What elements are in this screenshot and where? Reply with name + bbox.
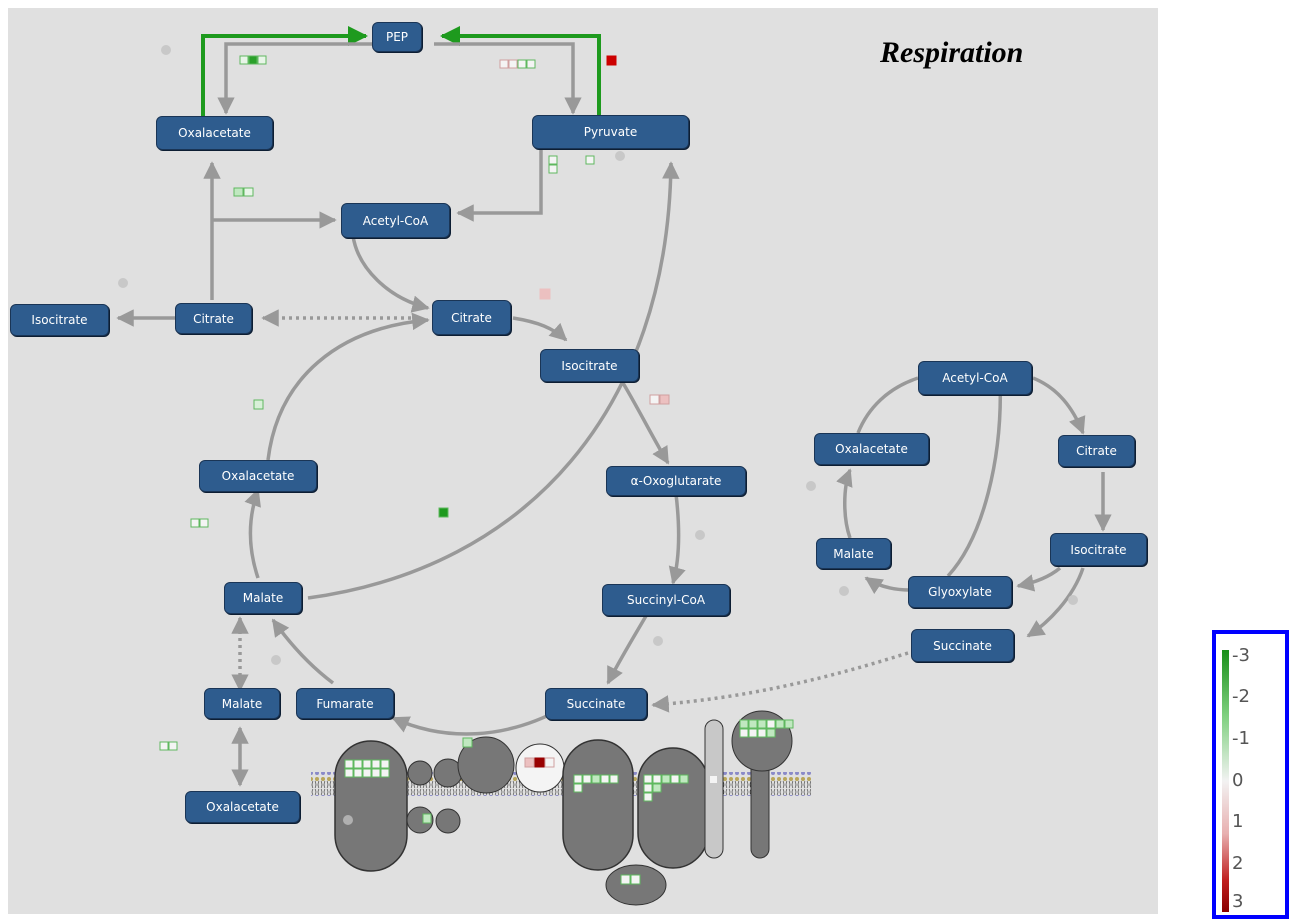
- edge-isocitrate-to-oxoglutarate: [621, 382, 670, 465]
- edge-malate-to-oxalacetate-glyox: [836, 468, 853, 539]
- edge-malate-to-pyruvate: [307, 161, 680, 600]
- edge-oxoglutarate-to-succinylcoa: [668, 493, 686, 585]
- node-malate-glyox[interactable]: Malate: [816, 538, 891, 569]
- edge-pyruvate-to-pep: [440, 26, 601, 119]
- node-isocitrate-glyox[interactable]: Isocitrate: [1050, 533, 1147, 566]
- legend-tick: -1: [1232, 728, 1250, 749]
- node-fumarate[interactable]: Fumarate: [296, 688, 394, 719]
- node-isocitrate-center[interactable]: Isocitrate: [540, 349, 639, 382]
- legend-tick: 3: [1232, 891, 1244, 912]
- electron-transport-chain: [311, 710, 811, 906]
- node-citrate-center[interactable]: Citrate: [432, 300, 511, 335]
- node-isocitrate-left[interactable]: Isocitrate: [10, 304, 109, 336]
- node-succinylcoa[interactable]: Succinyl-CoA: [602, 584, 730, 616]
- node-citrate-glyox[interactable]: Citrate: [1058, 435, 1135, 467]
- edge-pep-to-oxalacetate: [217, 42, 374, 115]
- edge-succinate-glyox-dotted: [651, 651, 909, 713]
- expression-markers: [159, 55, 670, 751]
- node-oxalacetate-glyox[interactable]: Oxalacetate: [814, 433, 929, 465]
- node-malate-low[interactable]: Malate: [204, 688, 280, 719]
- node-oxalacetate-bottom[interactable]: Oxalacetate: [185, 791, 300, 823]
- node-succinate-center[interactable]: Succinate: [545, 688, 647, 720]
- node-acetylcoa-glyox[interactable]: Acetyl-CoA: [918, 361, 1032, 395]
- legend-tick: -2: [1232, 686, 1250, 707]
- node-oxalacetate-top[interactable]: Oxalacetate: [156, 116, 273, 150]
- edge-pep-to-pyruvate: [434, 42, 582, 115]
- edge-acetylcoa-to-glyoxylate: [946, 377, 1003, 578]
- edge-pyruvate-to-acetylcoa: [456, 148, 543, 222]
- node-malate-mid[interactable]: Malate: [224, 582, 302, 614]
- edge-isocitrate-to-succinate-glyox: [1026, 567, 1085, 638]
- legend-tick: -3: [1232, 645, 1250, 666]
- node-acetylcoa-top[interactable]: Acetyl-CoA: [341, 203, 450, 238]
- edge-glyoxylate-to-malate-glyox: [864, 576, 911, 595]
- legend-tick: 2: [1232, 853, 1244, 874]
- node-oxalacetate-mid[interactable]: Oxalacetate: [199, 460, 317, 492]
- edge-oxalacetate-to-pep: [201, 26, 368, 119]
- edge-isocitrate-to-glyoxylate: [1016, 566, 1062, 592]
- edge-citrate-to-isocitrate-center: [512, 316, 568, 342]
- edge-acetylcoa-to-citrate-glyox: [1032, 376, 1086, 435]
- edge-acetylcoa-to-oxalacetate-glyox: [856, 376, 919, 434]
- edge-acetylcoa-to-citrate: [351, 235, 430, 313]
- node-succinate-glyox[interactable]: Succinate: [911, 629, 1014, 662]
- edge-succinylcoa-to-succinate: [606, 615, 648, 685]
- node-pep[interactable]: PEP: [372, 22, 422, 52]
- pathway-diagram: [116, 26, 1112, 906]
- pathway-panel: PEP Oxalacetate Pyruvate Acetyl-CoA Isoc…: [8, 8, 1158, 914]
- edge-malate-to-oxalacetate: [244, 488, 261, 579]
- edge-fumarate-to-malate: [271, 618, 335, 685]
- metabolite-dots: [118, 45, 1078, 665]
- color-scale-legend: -3 -2 -1 0 1 2 3: [1212, 630, 1289, 919]
- node-citrate-left[interactable]: Citrate: [175, 303, 252, 334]
- node-glyoxylate[interactable]: Glyoxylate: [908, 576, 1012, 608]
- node-pyruvate[interactable]: Pyruvate: [532, 115, 689, 149]
- color-scale-bar: [1222, 650, 1229, 912]
- diagram-title: Respiration: [880, 36, 1024, 69]
- edge-oxalacetate-to-citrate: [266, 312, 430, 461]
- legend-tick: 0: [1232, 770, 1244, 791]
- legend-tick: 1: [1232, 811, 1244, 832]
- node-oxoglutarate[interactable]: α-Oxoglutarate: [606, 466, 746, 496]
- edge-succinate-to-fumarate: [391, 706, 564, 736]
